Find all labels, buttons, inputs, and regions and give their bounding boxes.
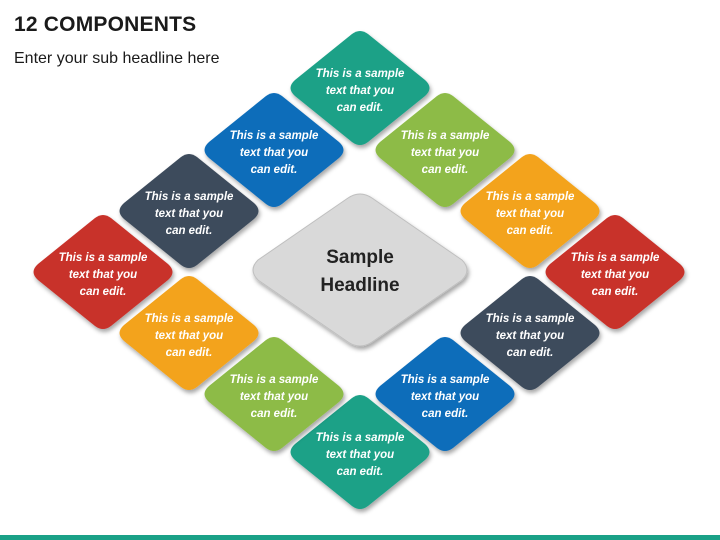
component-9: This is a sample text that you can edit. (119, 276, 259, 390)
page-title: 12 COMPONENTS (14, 13, 197, 36)
component-9-text-3: can edit. (166, 347, 213, 359)
component-10: This is a sample text that you can edit. (33, 215, 173, 329)
component-12: This is a sample text that you can edit. (204, 93, 344, 207)
component-12-shape (204, 93, 344, 207)
component-4-shape (545, 215, 685, 329)
component-6-text-1: This is a sample (401, 374, 490, 386)
component-11: This is a sample text that you can edit. (119, 154, 259, 268)
component-3-text-3: can edit. (507, 225, 554, 237)
component-8: This is a sample text that you can edit. (204, 337, 344, 451)
component-2-text-1: This is a sample (401, 130, 490, 142)
component-11-text-3: can edit. (166, 225, 213, 237)
component-7-shape (290, 395, 430, 509)
component-11-text-1: This is a sample (145, 191, 234, 203)
component-11-shape (119, 154, 259, 268)
component-4-text-1: This is a sample (571, 252, 660, 264)
component-2-shape (375, 93, 515, 207)
component-7-text-2: text that you (326, 449, 394, 461)
center-headline-line-1: Sample (326, 247, 394, 268)
component-11-text-2: text that you (155, 208, 223, 220)
component-1-shape (290, 31, 430, 145)
component-3-shape (460, 154, 600, 268)
component-9-text-1: This is a sample (145, 313, 234, 325)
component-8-text-1: This is a sample (230, 374, 319, 386)
component-8-text-3: can edit. (251, 408, 298, 420)
component-12-text-2: text that you (240, 147, 308, 159)
component-10-text-1: This is a sample (59, 252, 148, 264)
component-4-text-3: can edit. (592, 286, 639, 298)
component-12-text-1: This is a sample (230, 130, 319, 142)
component-5-text-3: can edit. (507, 347, 554, 359)
component-5-text-1: This is a sample (486, 313, 575, 325)
component-6: This is a sample text that you can edit. (375, 337, 515, 451)
component-9-shape (119, 276, 259, 390)
component-7-text-3: can edit. (337, 466, 384, 478)
component-2-text-3: can edit. (422, 164, 469, 176)
component-6-text-2: text that you (411, 391, 479, 403)
component-5-text-2: text that you (496, 330, 564, 342)
component-3-text-2: text that you (496, 208, 564, 220)
component-2: This is a sample text that you can edit. (375, 93, 515, 207)
component-5: This is a sample text that you can edit. (460, 276, 600, 390)
component-4: This is a sample text that you can edit. (545, 215, 685, 329)
component-8-text-2: text that you (240, 391, 308, 403)
component-9-text-2: text that you (155, 330, 223, 342)
component-6-shape (375, 337, 515, 451)
component-10-text-2: text that you (69, 269, 137, 281)
component-4-text-2: text that you (581, 269, 649, 281)
component-1: This is a sample text that you can edit. (290, 31, 430, 145)
page-subtitle: Enter your sub headline here (14, 50, 220, 67)
component-10-text-3: can edit. (80, 286, 127, 298)
component-1-text-2: text that you (326, 85, 394, 97)
component-3-text-1: This is a sample (486, 191, 575, 203)
center-diamond-shape (252, 193, 468, 347)
component-1-text-1: This is a sample (316, 68, 405, 80)
component-2-text-2: text that you (411, 147, 479, 159)
center-diamond: Sample Headline (252, 193, 468, 347)
component-3: This is a sample text that you can edit. (460, 154, 600, 268)
component-8-shape (204, 337, 344, 451)
component-1-text-3: can edit. (337, 102, 384, 114)
component-5-shape (460, 276, 600, 390)
component-10-shape (33, 215, 173, 329)
component-7-text-1: This is a sample (316, 432, 405, 444)
component-12-text-3: can edit. (251, 164, 298, 176)
bottom-accent-bar (0, 535, 720, 540)
center-headline-line-2: Headline (320, 275, 399, 296)
component-7: This is a sample text that you can edit. (290, 395, 430, 509)
component-6-text-3: can edit. (422, 408, 469, 420)
